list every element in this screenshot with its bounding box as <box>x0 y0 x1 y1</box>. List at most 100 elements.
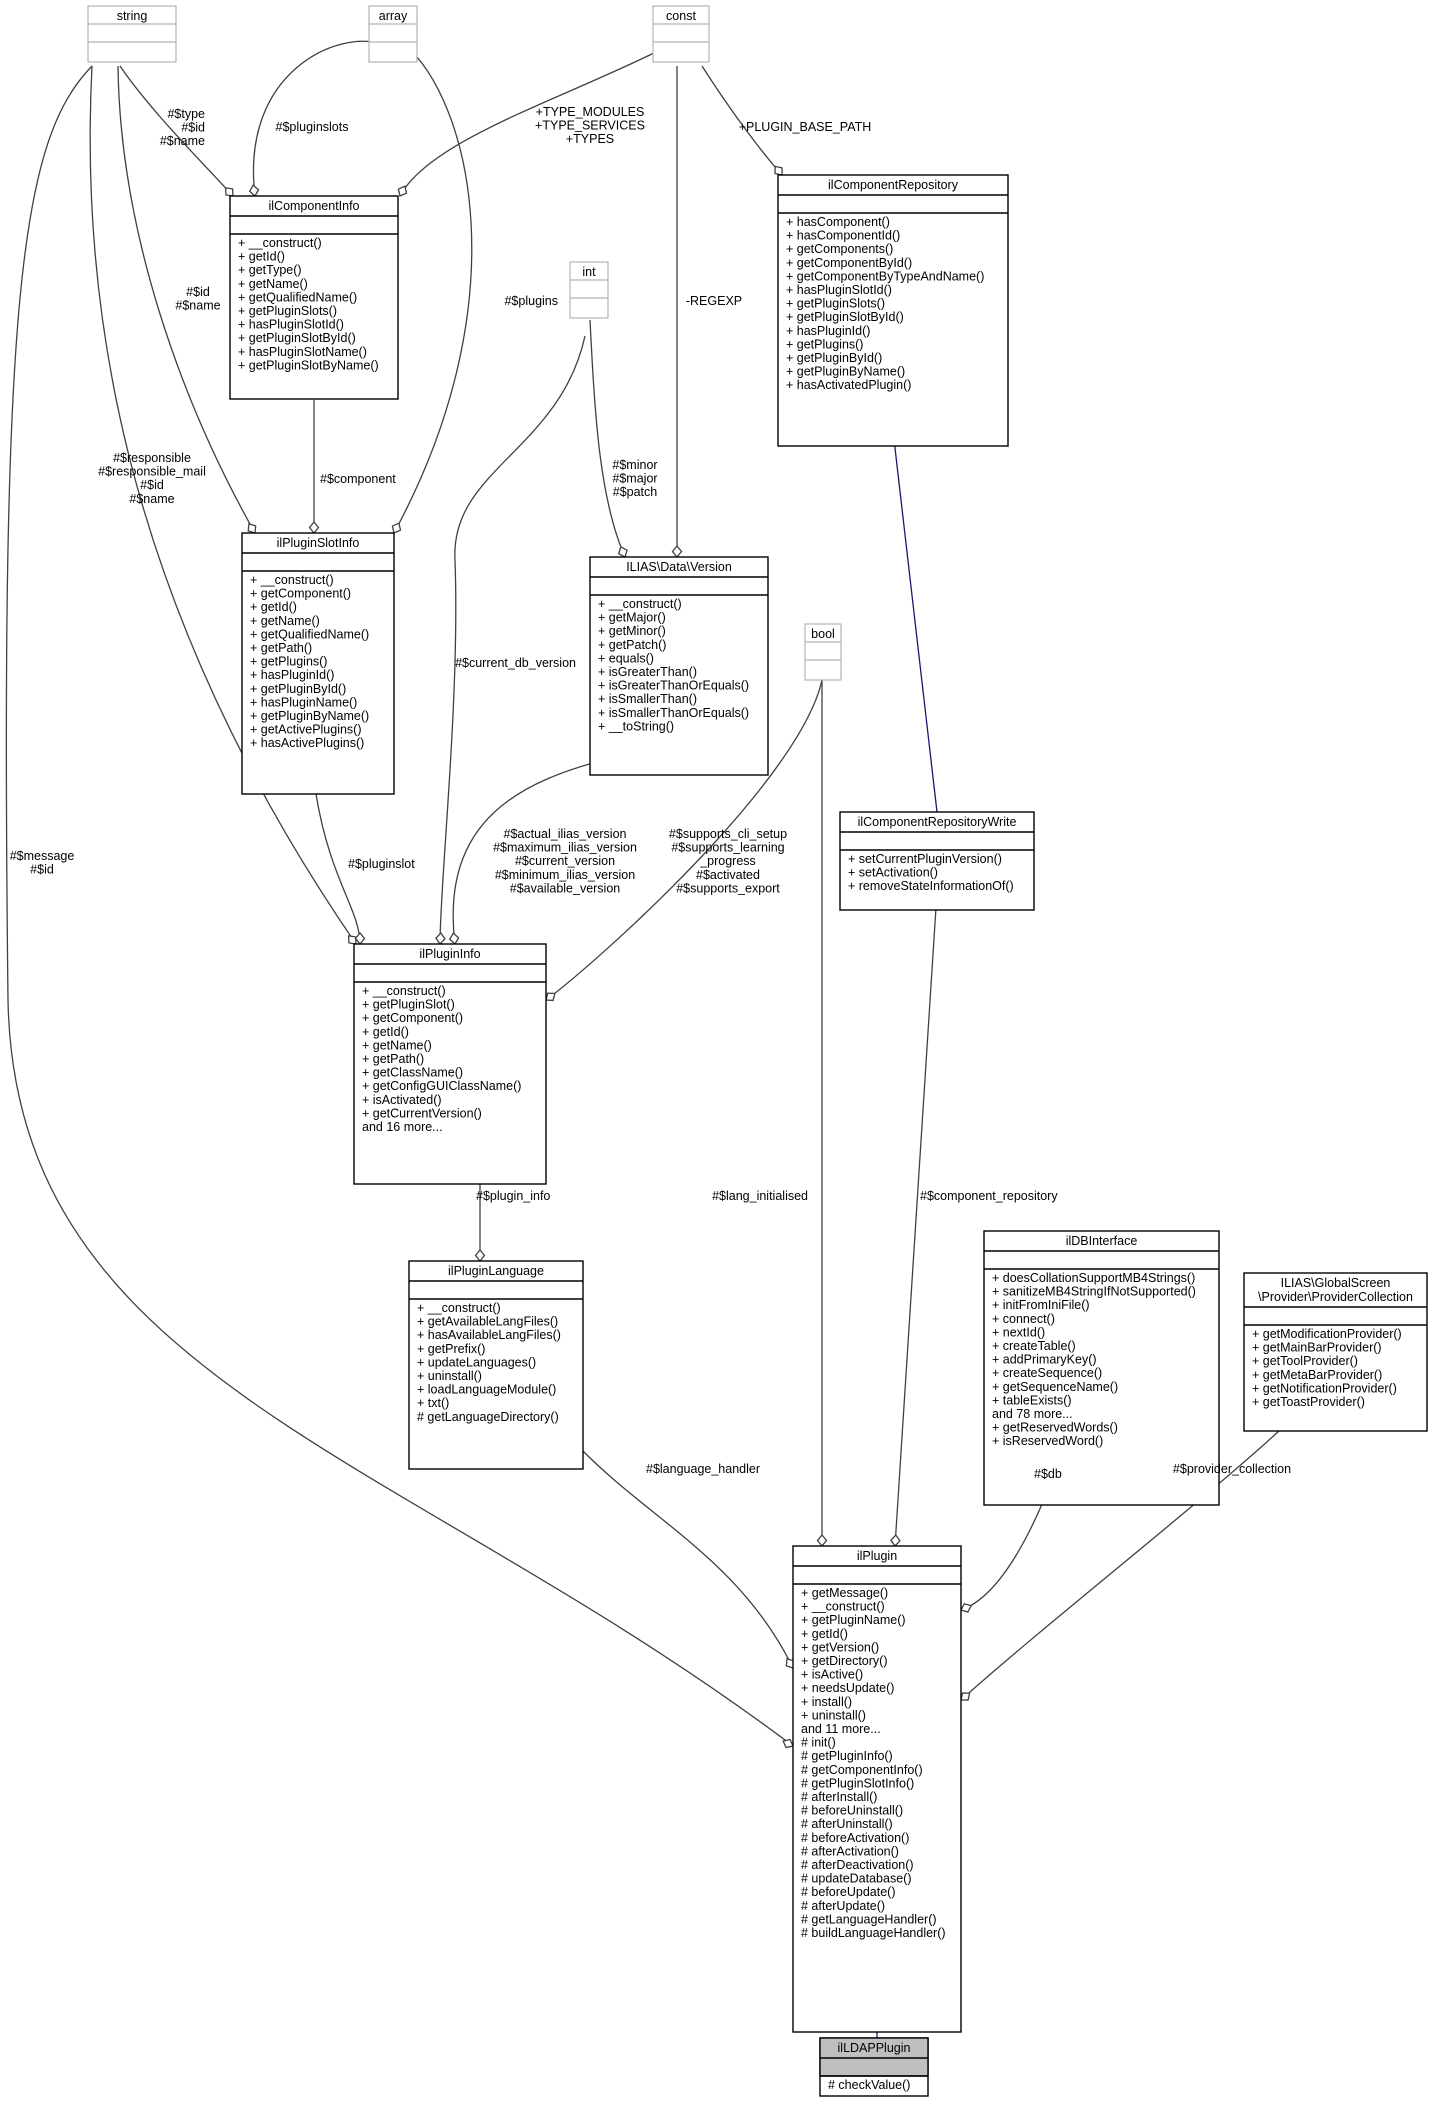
class-member: + getPluginByName() <box>786 365 905 379</box>
association-line <box>452 756 617 945</box>
association-line <box>579 1447 794 1669</box>
class-member: + __construct() <box>417 1301 501 1315</box>
aggregation-diamond <box>397 185 408 197</box>
class-box-frame <box>229 195 399 400</box>
edge-const-version <box>671 66 683 559</box>
association-line <box>894 891 938 1547</box>
class-member: + setCurrentPluginVersion() <box>848 852 1002 866</box>
class-member: # buildLanguageHandler() <box>801 1926 946 1940</box>
edge-label-line: +PLUGIN_BASE_PATH <box>739 120 872 134</box>
edge-label-line: #$message <box>10 849 75 863</box>
class-member: + getPluginName() <box>801 1613 906 1627</box>
class-member: + updateLanguages() <box>417 1355 536 1369</box>
class-box-frame <box>652 5 710 63</box>
class-member: # beforeUninstall() <box>801 1804 903 1818</box>
class-member: + getPluginById() <box>786 351 882 365</box>
class-member: # init() <box>801 1736 836 1750</box>
class-member: + doesCollationSupportMB4Strings() <box>992 1271 1195 1285</box>
edge-label-line: #$id <box>140 478 164 492</box>
class-member: + getMinor() <box>598 624 666 638</box>
edge-label-line: #$component_repository <box>920 1189 1058 1203</box>
association-line <box>589 319 626 558</box>
edge-label-slot-id-name: #$id#$name <box>175 285 220 313</box>
class-member: + getReservedWords() <box>992 1421 1118 1435</box>
edge-label-line: #$language_handler <box>646 1462 760 1476</box>
class-member: + createSequence() <box>992 1366 1102 1380</box>
aggregation-diamond <box>247 522 257 534</box>
class-member: + isActivated() <box>362 1093 442 1107</box>
association-line <box>399 49 661 197</box>
class-member: + uninstall() <box>417 1369 482 1383</box>
class-member: + hasComponentId() <box>786 229 900 243</box>
edge-label-supports: #$supports_cli_setup#$supports_learning_… <box>669 827 787 895</box>
class-member: + getMetaBarProvider() <box>1252 1368 1382 1382</box>
class-member: + getPluginSlotByName() <box>238 358 379 372</box>
class-member: # afterDeactivation() <box>801 1858 914 1872</box>
edge-label-line: +TYPES <box>566 132 614 146</box>
edge-label-line: -REGEXP <box>686 294 742 308</box>
aggregation-diamond <box>774 165 783 176</box>
class-member: + __construct() <box>598 597 682 611</box>
edge-label-line: #$supports_export <box>676 881 780 895</box>
aggregation-diamond <box>671 544 683 559</box>
edge-slot-info-plugin-info <box>315 793 366 946</box>
edge-provider-plugin <box>960 1412 1299 1701</box>
aggregation-diamond <box>448 932 460 946</box>
class-box-il-ldapplugin: ilLDAPPlugin# checkValue() <box>819 2037 929 2097</box>
edge-bool-plugin <box>816 680 828 1548</box>
class-member: + getMainBarProvider() <box>1252 1341 1382 1355</box>
class-member: + getId() <box>801 1627 848 1641</box>
class-member: + getId() <box>362 1025 409 1039</box>
association-line <box>439 335 586 945</box>
edge-label-line: #$available_version <box>510 881 621 895</box>
edge-version-plugin-info <box>448 756 617 946</box>
class-member: + getPluginSlotById() <box>786 310 904 324</box>
class-name: ilLDAPPlugin <box>838 2041 911 2055</box>
class-member: + hasPluginSlotName() <box>238 345 367 359</box>
class-box-frame <box>589 556 769 776</box>
class-member: + initFromIniFile() <box>992 1298 1090 1312</box>
class-member: + getPluginSlot() <box>362 998 455 1012</box>
edge-label-line: #$component <box>320 472 396 486</box>
aggregation-diamond <box>248 184 260 198</box>
edge-array-component-info <box>248 40 381 198</box>
edge-label-line: _progress <box>699 854 756 868</box>
association-line <box>315 793 361 945</box>
aggregation-diamond <box>816 1533 828 1548</box>
class-box-frame <box>569 261 609 319</box>
class-member: + setActivation() <box>848 866 938 880</box>
class-box-const: const <box>652 5 710 63</box>
class-box-version: ILIAS\Data\Version+ __construct()+ getMa… <box>589 556 769 776</box>
edge-label-plugins: #$plugins <box>504 294 558 308</box>
edge-label-type-id-name: #$type#$id#$name <box>160 107 205 148</box>
class-member: + hasActivePlugins() <box>250 736 364 750</box>
class-member: + isReservedWord() <box>992 1434 1103 1448</box>
edge-label-plugin-base-path: +PLUGIN_BASE_PATH <box>739 120 872 134</box>
edge-label-line: #$pluginslot <box>348 857 415 871</box>
class-member: + createTable() <box>992 1339 1076 1353</box>
edge-string-component-info <box>119 65 234 197</box>
class-box-int: int <box>569 261 609 319</box>
class-member: # afterActivation() <box>801 1844 899 1858</box>
aggregation-diamond <box>890 1534 901 1548</box>
class-member: + getComponent() <box>250 587 351 601</box>
edge-label-line: #$name <box>175 299 220 313</box>
class-member: and 78 more... <box>992 1407 1073 1421</box>
class-member: + removeStateInformationOf() <box>848 879 1014 893</box>
aggregation-diamond <box>474 1248 486 1263</box>
edge-label-line: #$minor <box>612 458 657 472</box>
class-name: ILIAS\Data\Version <box>626 560 732 574</box>
class-member: + getQualifiedName() <box>250 627 369 641</box>
edge-label-line: #$actual_ilias_version <box>504 827 627 841</box>
class-member: + getComponent() <box>362 1011 463 1025</box>
edge-label-line: #$responsible_mail <box>98 465 206 479</box>
edge-db-plugin <box>960 1484 1051 1613</box>
edge-label-plugin-info: #$plugin_info <box>476 1189 550 1203</box>
class-member: + getVersion() <box>801 1640 879 1654</box>
edge-label-component: #$component <box>320 472 396 486</box>
class-member: + getId() <box>238 250 285 264</box>
class-member: # afterInstall() <box>801 1790 877 1804</box>
class-member: + getCurrentVersion() <box>362 1106 482 1120</box>
edge-label-line: #$id <box>181 121 205 135</box>
class-member: + getSequenceName() <box>992 1380 1118 1394</box>
